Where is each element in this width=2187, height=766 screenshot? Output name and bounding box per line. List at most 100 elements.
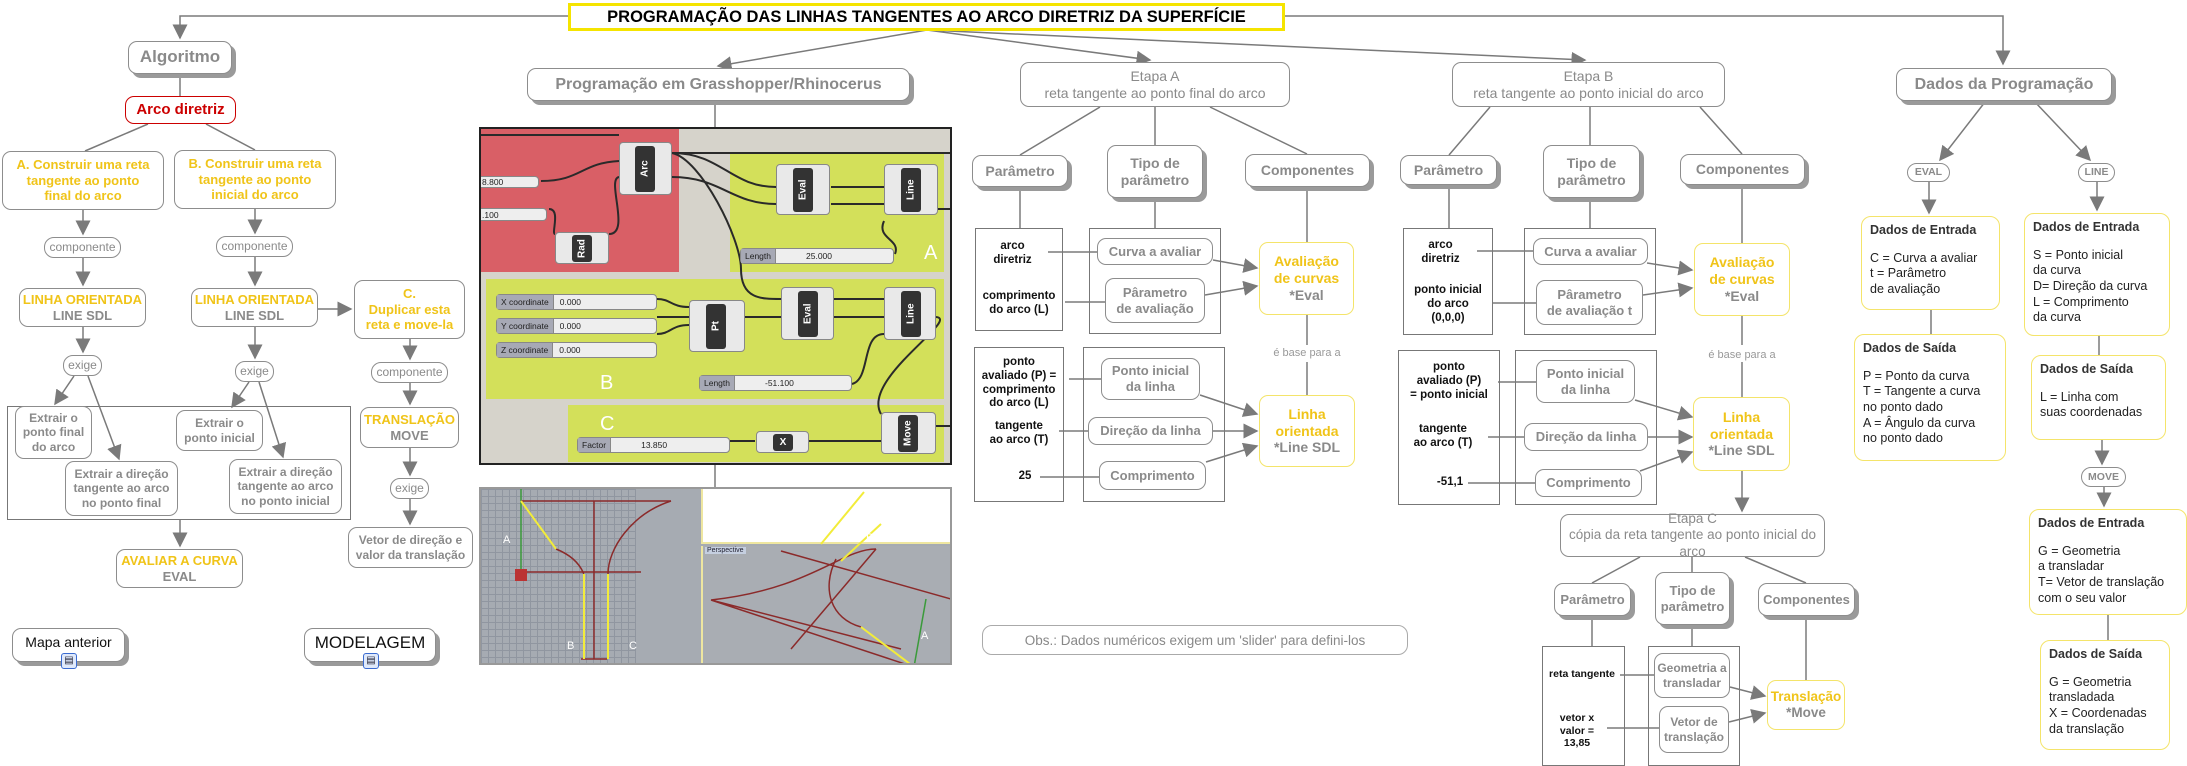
arc-component[interactable]: Arc (619, 142, 672, 195)
line-sdl-label: LINE SDL (52, 307, 113, 323)
grasshopper-node[interactable]: Programação em Grasshopper/Rhinocerus (527, 68, 910, 101)
etapa-c-node[interactable]: Etapa C cópia da reta tangente ao ponto … (1560, 511, 1825, 559)
linha-label: LINHA ORIENTADA (22, 291, 143, 307)
vetor-translacao[interactable]: Vetor de translação (1659, 706, 1729, 753)
linha-label: Linha orientada (1709, 408, 1773, 442)
move-label: MOVE (390, 427, 429, 443)
viewport-label[interactable]: Perspective (705, 547, 746, 554)
geometria-transladar[interactable]: Geometria a transladar (1654, 653, 1730, 698)
ponto-inicial-linha-a[interactable]: Ponto inicial da linha (1101, 358, 1200, 400)
viewport-blank (701, 489, 950, 544)
step-c-node[interactable]: C. Duplicar esta reta e move-la (354, 280, 465, 339)
extrair-ponto-final-node[interactable]: Extrair o ponto final do arco (15, 406, 92, 459)
step-a-node[interactable]: A. Construir uma reta tangente ao ponto … (2, 151, 164, 210)
translacao-move[interactable]: Translação*Move (1767, 680, 1845, 730)
linha-orientada-b[interactable]: Linha orientada*Line SDL (1693, 397, 1790, 471)
avaliar-label: AVALIAR A CURVA (121, 552, 238, 568)
page-title: PROGRAMAÇÃO DAS LINHAS TANGENTES AO ARCO… (568, 3, 1285, 31)
eval-label: EVAL (162, 568, 197, 584)
avaliacao-label: Avaliação de curvas (1709, 254, 1775, 288)
line-component-a[interactable]: Line (884, 164, 938, 215)
group-label-b: B (600, 372, 614, 394)
length-slider-b[interactable]: Length-51.100 (699, 375, 852, 391)
comprimento-a[interactable]: Comprimento (1099, 461, 1206, 490)
mapa-anterior-label: Mapa anterior (25, 634, 112, 650)
avaliacao-curvas-b[interactable]: Avaliação de curvas*Eval (1694, 243, 1790, 316)
curva-avaliar-b[interactable]: Curva a avaliar (1533, 238, 1648, 265)
svg-text:C: C (816, 522, 824, 534)
param-reta-tangente: reta tangente (1549, 668, 1615, 680)
concept-map-link-icon[interactable]: ▤ (363, 653, 379, 669)
arco-diretriz-node[interactable]: Arco diretriz (125, 96, 236, 124)
componentes-b[interactable]: Componentes (1680, 154, 1805, 185)
perspective-viewport (701, 546, 950, 663)
svg-text:B: B (567, 640, 574, 652)
step-b-node[interactable]: B. Construir uma reta tangente ao ponto … (174, 150, 336, 209)
parametro-a[interactable]: Parâmetro (972, 155, 1068, 187)
eval-tag[interactable]: EVAL (1907, 163, 1950, 182)
componentes-c[interactable]: Componentes (1758, 583, 1855, 616)
ponto-inicial-linha-b[interactable]: Ponto inicial da linha (1536, 360, 1635, 403)
param-group-a2 (974, 347, 1064, 502)
extrair-direcao-inicial-node[interactable]: Extrair a direção tangente ao arco no po… (229, 459, 342, 514)
param-vetor-x: vetor x valor = 13,85 (1559, 712, 1595, 750)
extrair-ponto-inicial-node[interactable]: Extrair o ponto inicial (176, 410, 263, 451)
vetor-node[interactable]: Vetor de direção e valor da translação (348, 527, 473, 568)
comprimento-b[interactable]: Comprimento (1535, 469, 1642, 497)
x-vector-component[interactable]: X (756, 431, 809, 453)
svg-text:A: A (503, 534, 511, 546)
parametro-b[interactable]: Parâmetro (1400, 155, 1497, 185)
parametro-avaliacao-b[interactable]: Pârametro de avaliação t (1536, 280, 1643, 325)
mapa-anterior-link[interactable]: Mapa anterior (12, 628, 125, 662)
base-link-a: é base para a (1267, 347, 1347, 359)
linha-label: Linha orientada (1275, 405, 1339, 439)
tipo-parametro-a[interactable]: Tipo de parâmetro (1107, 145, 1203, 198)
etapa-b-node[interactable]: Etapa B reta tangente ao ponto inicial d… (1452, 62, 1725, 107)
avaliacao-curvas-a[interactable]: Avaliação de curvas*Eval (1259, 242, 1354, 315)
parametro-c[interactable]: Parâmetro (1554, 583, 1631, 616)
concept-map-link-icon[interactable]: ▤ (61, 653, 77, 669)
svg-text:C: C (629, 640, 637, 652)
move-tag[interactable]: MOVE (2081, 467, 2126, 487)
tipo-parametro-b[interactable]: Tipo de parâmetro (1543, 145, 1640, 198)
eval-component-a[interactable]: Eval (776, 164, 830, 215)
slider-1[interactable]: 8.800 (481, 176, 539, 188)
line-component-b[interactable]: Line (884, 287, 936, 340)
tipo-group-a2 (1083, 347, 1225, 502)
dados-programacao-node[interactable]: Dados da Programação (1896, 68, 2112, 101)
etapa-a-node[interactable]: Etapa A reta tangente ao ponto final do … (1020, 62, 1290, 107)
curva-avaliar-a[interactable]: Curva a avaliar (1097, 238, 1213, 265)
extrair-direcao-final-node[interactable]: Extrair a direção tangente ao arco no po… (65, 461, 178, 516)
linha-orientada-a[interactable]: Linha orientada*Line SDL (1259, 395, 1355, 467)
direcao-linha-a[interactable]: Direção da linha (1088, 417, 1213, 445)
rad-component[interactable]: Rad (555, 232, 609, 264)
eval-label: *Eval (1289, 286, 1324, 303)
exige-link-a: exige (63, 355, 102, 376)
obs-note: Obs.: Dados numéricos exigem um 'slider'… (982, 625, 1408, 655)
move-component[interactable]: Move (881, 412, 936, 454)
slider-2[interactable]: .100 (481, 208, 547, 221)
tipo-parametro-c[interactable]: Tipo de parâmetro (1655, 572, 1730, 625)
param-arco-diretriz: arco diretriz (1421, 239, 1460, 265)
parametro-avaliacao-a[interactable]: Pârametro de avaliação (1105, 278, 1205, 323)
line-tag[interactable]: LINE (2078, 163, 2115, 182)
componentes-a[interactable]: Componentes (1245, 154, 1370, 187)
algoritmo-node[interactable]: Algoritmo (128, 41, 232, 74)
param-51: -51,1 (1436, 476, 1464, 488)
pt-component[interactable]: Pt (689, 300, 745, 352)
eval-component-b[interactable]: Eval (781, 287, 834, 340)
direcao-linha-b[interactable]: Direção da linha (1524, 423, 1648, 451)
